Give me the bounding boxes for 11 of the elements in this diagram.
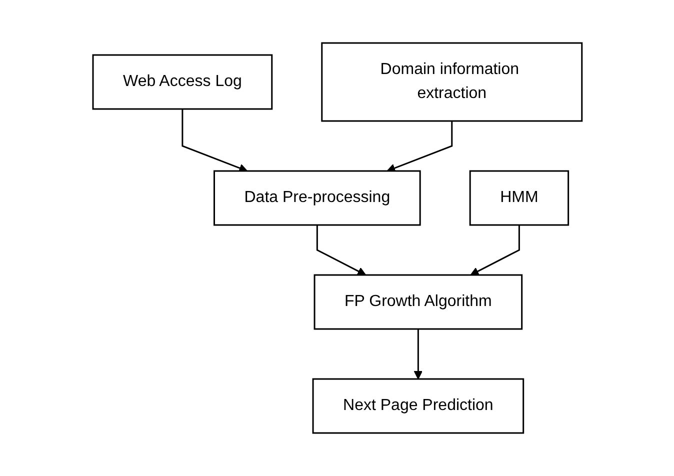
arrow bbox=[181, 109, 248, 172]
arrow bbox=[470, 225, 520, 276]
arrow bbox=[316, 225, 366, 276]
node-box: FP Growth Algorithm bbox=[313, 274, 522, 330]
arrow bbox=[386, 121, 452, 172]
node-box: Data Pre-processing bbox=[213, 170, 420, 226]
node-box: HMM bbox=[468, 170, 569, 226]
arrow bbox=[413, 329, 422, 380]
node-box: Domain information extraction bbox=[320, 42, 582, 122]
node-box: Next Page Prediction bbox=[312, 378, 524, 434]
node-box: Web Access Log bbox=[92, 54, 272, 110]
